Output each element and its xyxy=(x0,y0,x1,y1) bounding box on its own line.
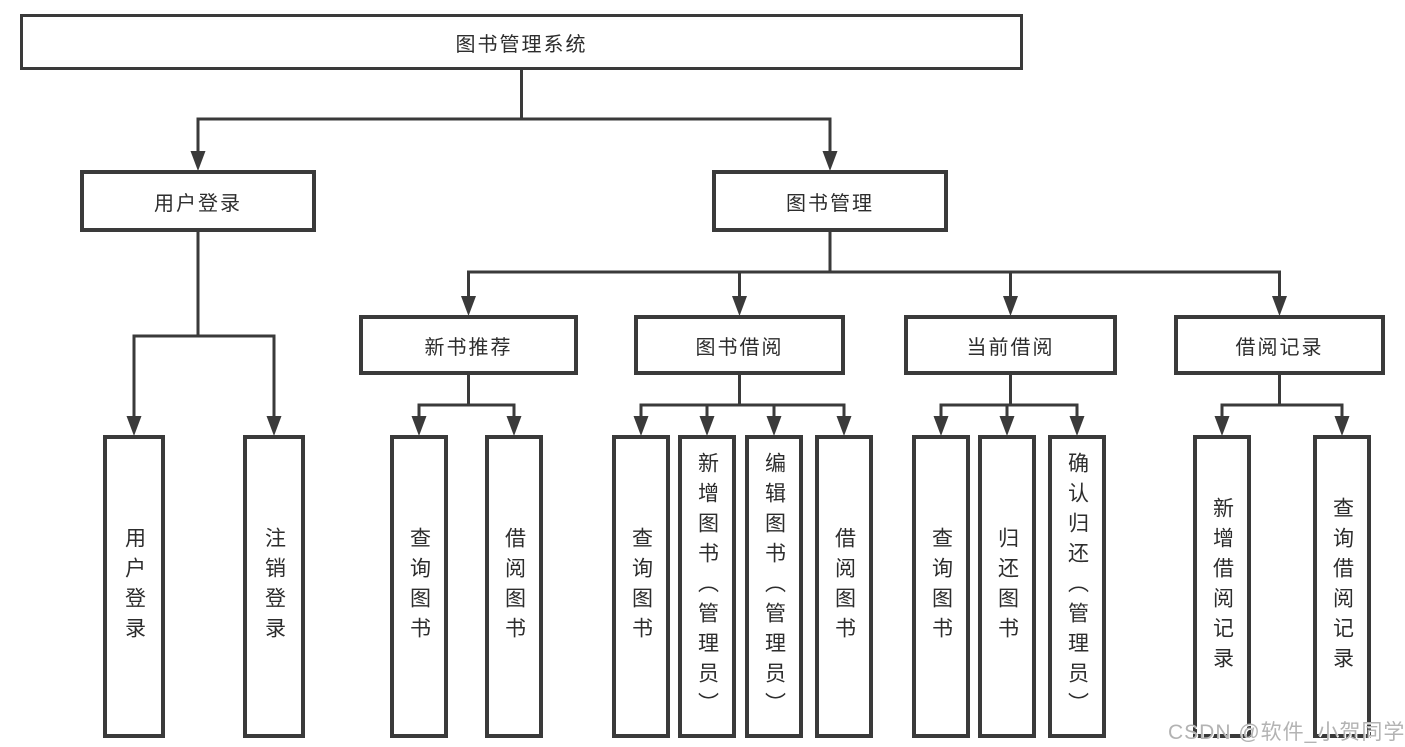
node-label: 注销登录 xyxy=(262,526,286,647)
node-label: 图书管理 xyxy=(786,192,874,215)
node-leaf-query-books-2: 查询图书 xyxy=(612,435,670,738)
node-label: 新书推荐 xyxy=(424,336,513,359)
arrowhead-icon xyxy=(1069,416,1085,436)
node-book-borrow: 图书借阅 xyxy=(634,315,845,375)
node-label: 新增借阅记录 xyxy=(1210,496,1234,677)
arrowhead-icon xyxy=(699,416,715,436)
node-label: 查询借阅记录 xyxy=(1330,496,1354,677)
node-leaf-query-borrow-rec: 查询借阅记录 xyxy=(1313,435,1371,738)
node-current-borrow: 当前借阅 xyxy=(904,315,1117,375)
arrowhead-icon xyxy=(461,296,476,316)
node-leaf-add-borrow-rec: 新增借阅记录 xyxy=(1193,435,1251,738)
arrowhead-icon xyxy=(1334,416,1350,436)
node-leaf-borrow-books-1: 借阅图书 xyxy=(485,435,543,738)
node-leaf-confirm-return: 确认归还（管理员） xyxy=(1048,435,1106,738)
node-leaf-borrow-books-2: 借阅图书 xyxy=(815,435,873,738)
node-label: 借阅图书 xyxy=(502,526,526,647)
arrowhead-icon xyxy=(266,416,282,436)
arrowhead-icon xyxy=(732,296,747,316)
node-leaf-query-books-3: 查询图书 xyxy=(912,435,970,738)
node-borrow-records: 借阅记录 xyxy=(1174,315,1385,375)
node-leaf-edit-books: 编辑图书（管理员） xyxy=(745,435,803,738)
arrowhead-icon xyxy=(1272,296,1287,316)
node-leaf-return-books: 归还图书 xyxy=(978,435,1036,738)
node-label: 查询图书 xyxy=(629,526,653,647)
arrowhead-icon xyxy=(126,416,142,436)
node-label: 编辑图书（管理员） xyxy=(762,451,786,722)
arrowhead-icon xyxy=(836,416,852,436)
node-new-book-rec: 新书推荐 xyxy=(359,315,578,375)
arrowhead-icon xyxy=(506,416,522,436)
node-leaf-user-login: 用户登录 xyxy=(103,435,165,738)
node-label: 借阅记录 xyxy=(1235,336,1324,359)
node-label: 新增图书（管理员） xyxy=(695,451,719,722)
node-leaf-query-books-1: 查询图书 xyxy=(390,435,448,738)
arrowhead-icon xyxy=(822,151,838,171)
node-label: 确认归还（管理员） xyxy=(1065,451,1089,722)
node-leaf-logout: 注销登录 xyxy=(243,435,305,738)
node-label: 图书管理系统 xyxy=(455,33,588,56)
arrowhead-icon xyxy=(999,416,1015,436)
arrowhead-icon xyxy=(1214,416,1230,436)
watermark: CSDN @软件_小贺同学 xyxy=(1168,721,1405,744)
arrowhead-icon xyxy=(633,416,649,436)
node-book-mgmt: 图书管理 xyxy=(712,170,948,232)
arrowhead-icon xyxy=(766,416,782,436)
arrowhead-icon xyxy=(411,416,427,436)
arrowhead-icon xyxy=(1003,296,1018,316)
arrowhead-icon xyxy=(190,151,206,171)
node-label: 用户登录 xyxy=(122,526,146,647)
node-leaf-add-books: 新增图书（管理员） xyxy=(678,435,736,738)
node-label: 借阅图书 xyxy=(832,526,856,647)
node-label: 用户登录 xyxy=(154,192,242,215)
node-label: 查询图书 xyxy=(929,526,953,647)
node-label: 当前借阅 xyxy=(966,336,1055,359)
node-label: 归还图书 xyxy=(995,526,1019,647)
arrowhead-icon xyxy=(933,416,949,436)
node-label: 图书借阅 xyxy=(695,336,784,359)
node-root: 图书管理系统 xyxy=(20,14,1023,70)
node-label: 查询图书 xyxy=(407,526,431,647)
node-user-login: 用户登录 xyxy=(80,170,316,232)
